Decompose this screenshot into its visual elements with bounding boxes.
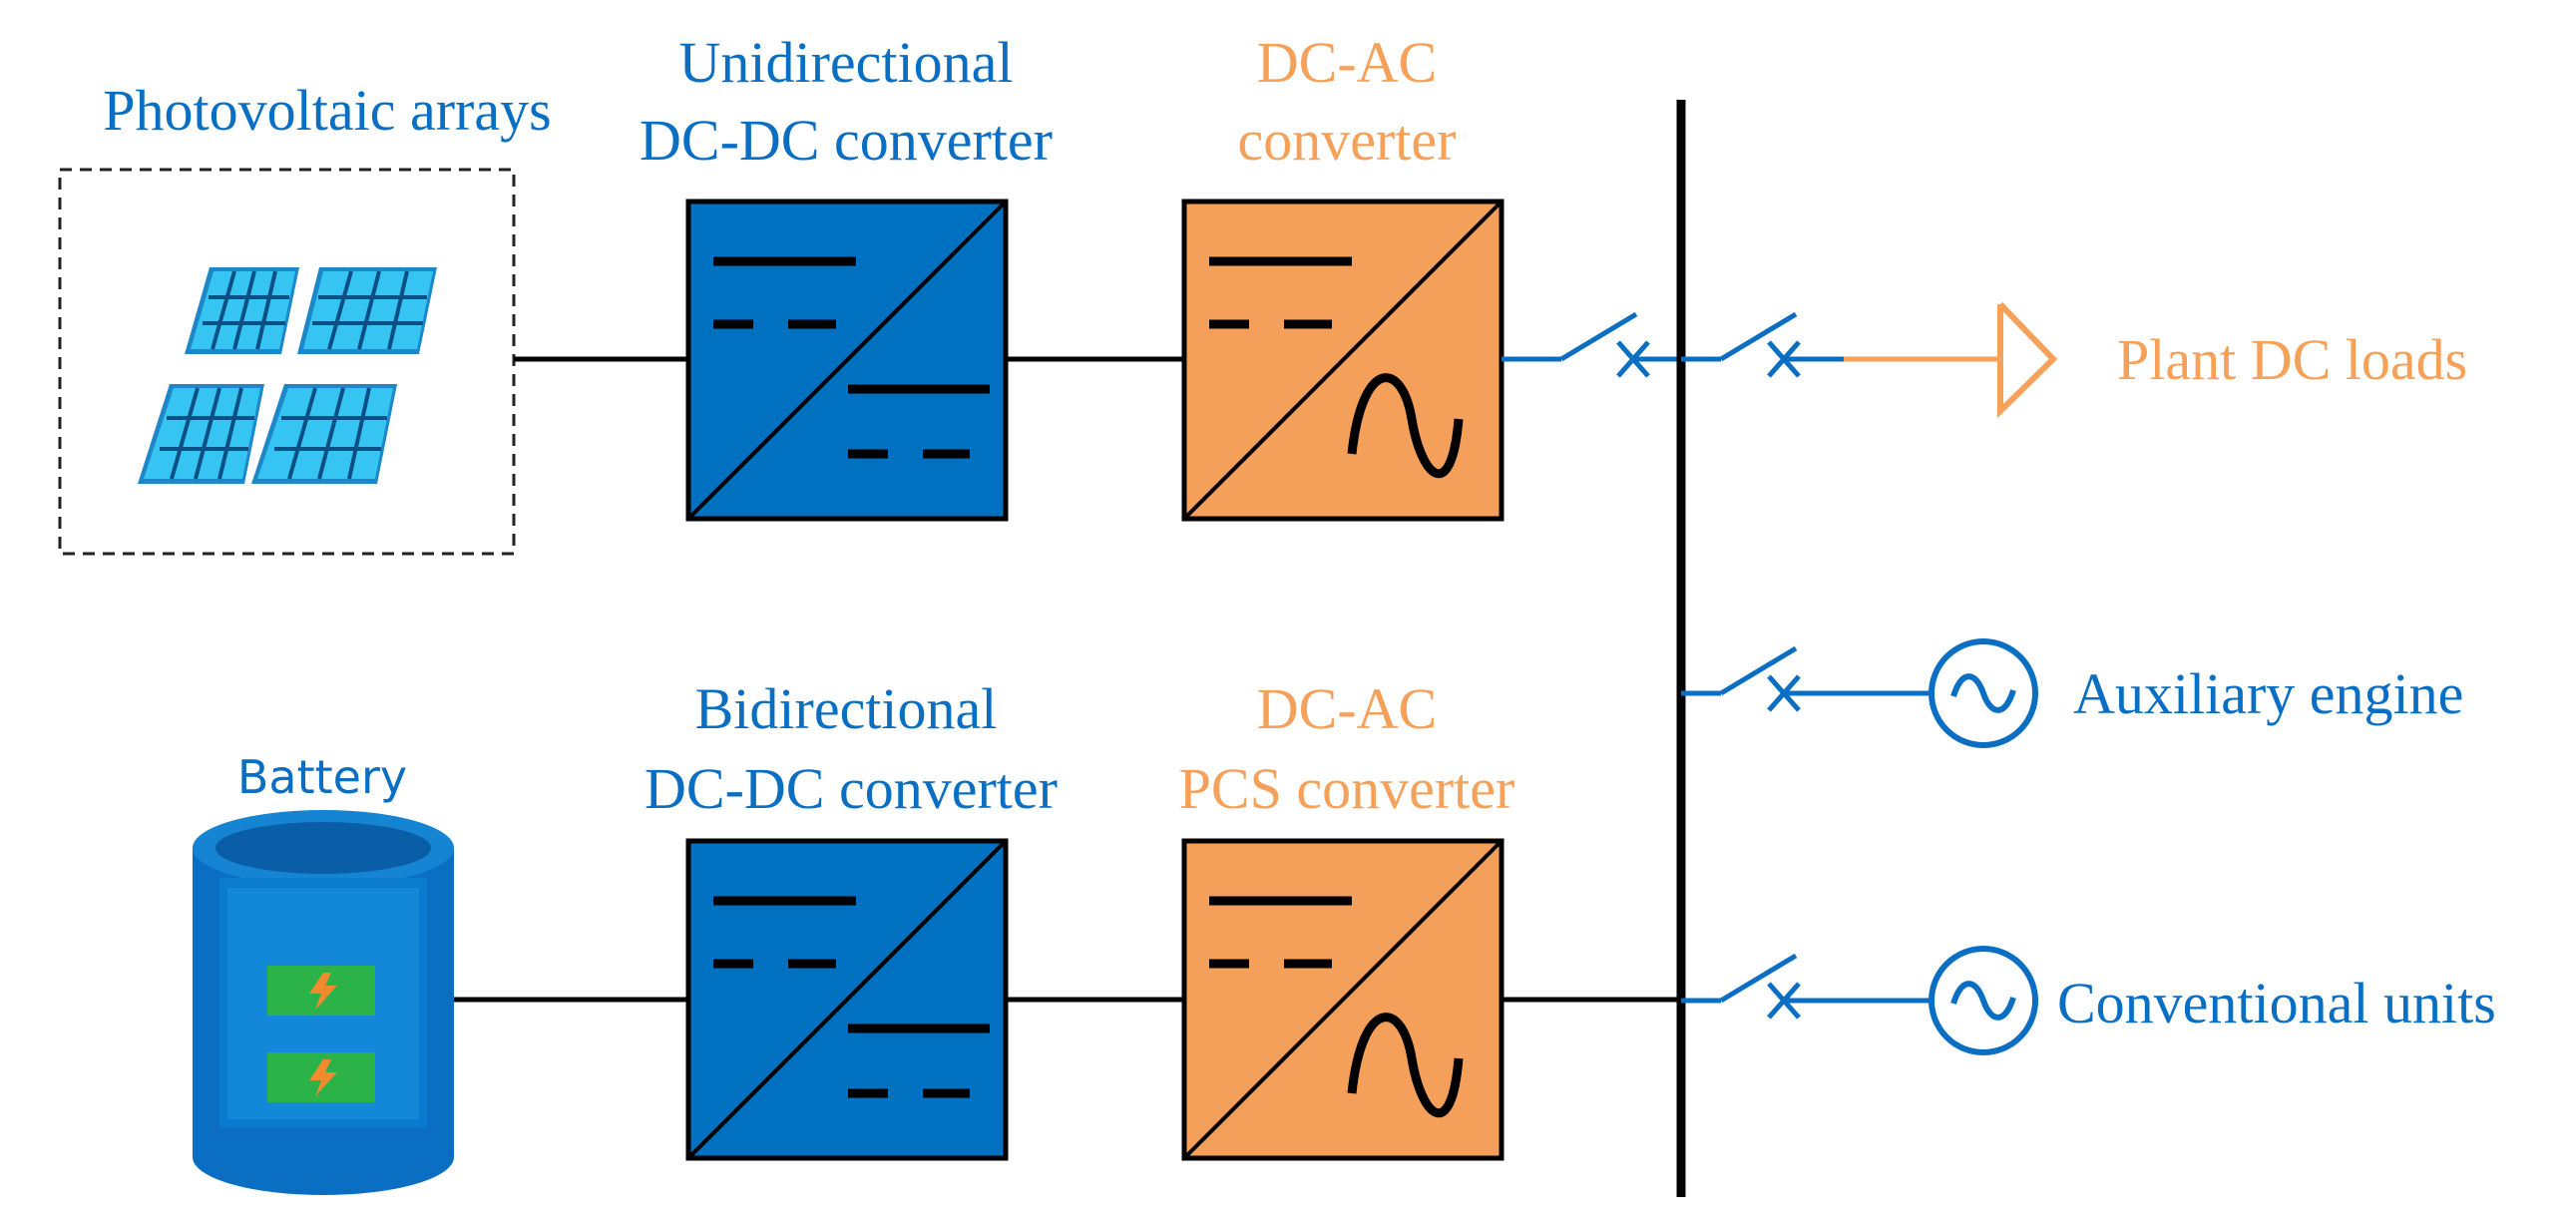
battery-icon bbox=[193, 810, 454, 1195]
solar-panel-icon bbox=[138, 267, 437, 484]
bi-dcdc-label-line2: DC-DC converter bbox=[644, 756, 1058, 821]
uni-dcdc-converter-box bbox=[685, 199, 1009, 522]
pv-dashed-frame bbox=[58, 168, 516, 556]
aux-engine-label: Auxiliary engine bbox=[2073, 661, 2463, 726]
ac-source-icon bbox=[1929, 946, 2038, 1055]
dcac-bot-label-line1: DC-AC bbox=[1257, 676, 1437, 741]
battery-label: Battery bbox=[237, 750, 407, 804]
plant-dc-loads-label: Plant DC loads bbox=[2117, 327, 2467, 392]
uni-dcdc-label-line1: Unidirectional bbox=[678, 30, 1013, 95]
dcac-top-label-line1: DC-AC bbox=[1257, 30, 1437, 95]
dcac-bot-label-line2: PCS converter bbox=[1179, 756, 1515, 821]
dcac-top-label-line2: converter bbox=[1238, 108, 1457, 173]
dcac-pcs-converter-box bbox=[1181, 838, 1504, 1161]
bi-dcdc-converter-box bbox=[685, 838, 1009, 1161]
circuit-breaker-icon bbox=[1502, 311, 1681, 378]
pv-array-group bbox=[58, 168, 516, 556]
circuit-breaker-icon bbox=[1681, 311, 1844, 378]
ac-source-icon bbox=[1929, 638, 2038, 748]
conventional-units-label: Conventional units bbox=[2057, 971, 2496, 1035]
circuit-breaker-icon bbox=[1681, 645, 1931, 712]
load-arrow-icon bbox=[1844, 301, 2058, 419]
pv-label: Photovoltaic arrays bbox=[103, 78, 551, 143]
circuit-breaker-icon bbox=[1681, 953, 1931, 1020]
bi-dcdc-label-line1: Bidirectional bbox=[695, 676, 998, 741]
dcac-converter-top-box bbox=[1181, 199, 1504, 522]
uni-dcdc-label-line2: DC-DC converter bbox=[640, 108, 1053, 173]
